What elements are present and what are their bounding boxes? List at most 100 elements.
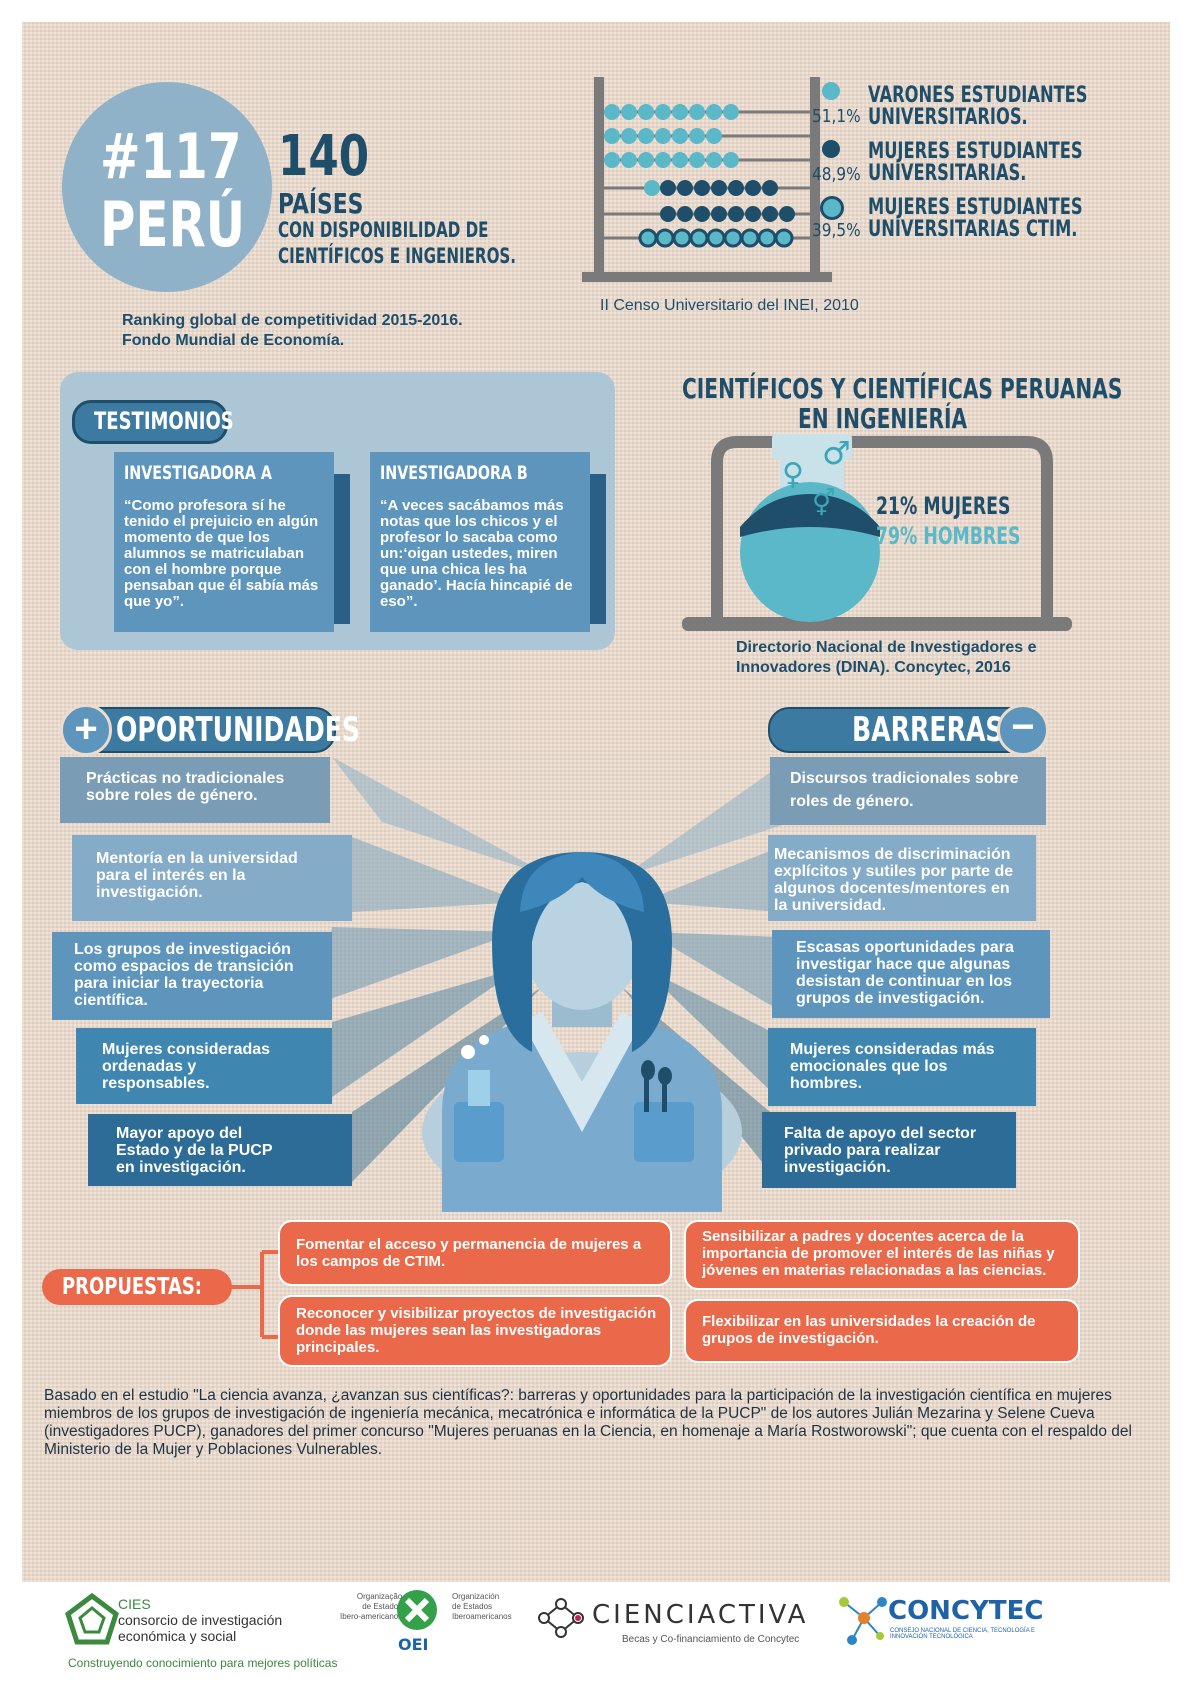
opportunity-item: Mayor apoyo del Estado y de la PUCP en i… — [88, 1114, 352, 1186]
abacus-bead — [672, 128, 688, 144]
proposal-item: Fomentar el acceso y permanencia de muje… — [278, 1220, 672, 1286]
scientists-women: 21% MUJERES — [876, 492, 1011, 520]
testimonials-label: TESTIMONIOS — [94, 407, 234, 435]
abacus-bead — [723, 152, 739, 168]
scientists-men: 79% HOMBRES — [876, 522, 1021, 550]
abacus-bead — [655, 104, 671, 120]
abacus-bead — [677, 206, 693, 222]
abacus-bead — [604, 152, 620, 168]
cies-logo-icon — [65, 1592, 119, 1645]
legend-dot-women — [822, 140, 840, 158]
abacus-bead — [672, 152, 688, 168]
proposals-label: PROPUESTAS: — [62, 1274, 202, 1300]
abacus-bead — [604, 104, 620, 120]
flask-chart: ♀ ♂ ⚥ — [682, 434, 1072, 631]
legend-percent-women: 48,9% — [812, 164, 861, 185]
barrier-item: Discursos tradicionales sobre roles de g… — [770, 757, 1046, 825]
legend-dot-women-ctim — [820, 196, 844, 220]
barrier-item: Mujeres consideradas más emocionales que… — [768, 1028, 1036, 1106]
proposal-item: Reconocer y visibilizar proyectos de inv… — [278, 1295, 672, 1367]
svg-text:♂: ♂ — [822, 434, 851, 472]
abacus-bead — [655, 152, 671, 168]
scientists-source-2: Innovadores (DINA). Concytec, 2016 — [736, 659, 1011, 676]
scientists-source-1: Directorio Nacional de Investigadores e — [736, 639, 1037, 656]
abacus-bead — [604, 128, 620, 144]
legend-label-women-ctim-1: MUJERES ESTUDIANTES — [868, 195, 1083, 220]
scientists-title-2: EN INGENIERÍA — [798, 402, 968, 435]
ranking-total-label: PAÍSES — [278, 187, 364, 220]
abacus-bead — [638, 228, 658, 248]
abacus-bead — [740, 228, 760, 248]
census-source: II Censo Universitario del INEI, 2010 — [600, 297, 859, 314]
oei-logo-icon: OEI — [397, 1590, 437, 1654]
abacus-bead — [621, 104, 637, 120]
legend-label-men-1: VARONES ESTUDIANTES — [868, 83, 1088, 108]
ranking-country: PERÚ — [100, 188, 245, 261]
footer-note: Basado en el estudio "La ciencia avanza,… — [44, 1387, 1132, 1458]
abacus-bead — [762, 206, 778, 222]
abacus-bead — [689, 104, 705, 120]
abacus-bead — [689, 152, 705, 168]
svg-text:OEI: OEI — [398, 1635, 428, 1654]
cies-line2: económica y social — [118, 1628, 237, 1644]
cies-line1: consorcio de investigación — [118, 1612, 283, 1628]
abacus-bead — [638, 104, 654, 120]
barrier-item: Mecanismos de discriminación explícitos … — [768, 835, 1036, 921]
abacus-bead — [689, 228, 709, 248]
abacus-bead — [621, 128, 637, 144]
cies-name: CIES — [118, 1596, 151, 1612]
ranking-source-1: Ranking global de competitividad 2015-20… — [122, 312, 463, 329]
testimonials-badge — [72, 400, 228, 444]
plus-icon: + — [60, 704, 112, 756]
abacus-bead — [655, 228, 675, 248]
abacus-bead — [774, 228, 794, 248]
concytec-tagline: CONSEJO NACIONAL DE CIENCIA, TECNOLOGÍA … — [890, 1628, 1036, 1640]
testimonial-card-b — [370, 452, 590, 632]
rays-and-scientist-illustration — [322, 757, 792, 1212]
testimonial-b-title: INVESTIGADORA B — [380, 462, 528, 484]
testimonial-card-a — [114, 452, 334, 632]
abacus-bead — [672, 104, 688, 120]
ranking-circle — [62, 82, 272, 292]
abacus-bead — [638, 152, 654, 168]
opportunity-item: Mujeres consideradas ordenadas y respons… — [76, 1028, 332, 1104]
ranking-total: 140 — [278, 124, 370, 189]
concytec-logo-icon — [839, 1597, 887, 1645]
ranking-position: #117 — [100, 120, 242, 193]
logos-bar: CIES consorcio de investigación económic… — [0, 1582, 1190, 1684]
opportunity-item: Los grupos de investigación como espacio… — [52, 932, 332, 1020]
opportunities-label: OPORTUNIDADES — [116, 710, 361, 750]
legend-label-men-2: UNIVERSITARIOS. — [868, 105, 1028, 130]
legend-percent-women-ctim: 39,5% — [812, 220, 861, 241]
barriers-label: BARRERAS — [852, 710, 1004, 750]
abacus-bead — [723, 228, 743, 248]
abacus-bead — [757, 228, 777, 248]
abacus-bead — [723, 104, 739, 120]
cies-tagline: Construyendo conocimiento para mejores p… — [68, 1656, 338, 1670]
abacus-bead — [660, 180, 676, 196]
abacus-bead — [660, 206, 676, 222]
card-b-edge — [588, 474, 606, 624]
minus-icon: − — [997, 704, 1049, 756]
abacus-bead — [745, 180, 761, 196]
ranking-description-1: CON DISPONIBILIDAD DE — [278, 218, 489, 242]
ranking-description-2: CIENTÍFICOS E INGENIEROS. — [278, 244, 517, 268]
opportunity-item: Mentoría en la universidad para el inter… — [72, 835, 352, 921]
abacus-bead — [706, 228, 726, 248]
card-a-edge — [332, 474, 350, 624]
cienciactiva-name: CIENCIACTIVA — [592, 1600, 809, 1630]
abacus-bead — [711, 180, 727, 196]
scientists-title-1: CIENTÍFICOS Y CIENTÍFICAS PERUANAS — [682, 372, 1123, 405]
abacus-bead — [728, 206, 744, 222]
abacus-bead — [677, 180, 693, 196]
abacus-bead — [779, 206, 795, 222]
abacus-bead — [694, 206, 710, 222]
abacus-bead — [638, 128, 654, 144]
abacus-bead — [706, 152, 722, 168]
abacus-icon — [582, 77, 832, 282]
legend-percent-men: 51,1% — [812, 106, 861, 127]
